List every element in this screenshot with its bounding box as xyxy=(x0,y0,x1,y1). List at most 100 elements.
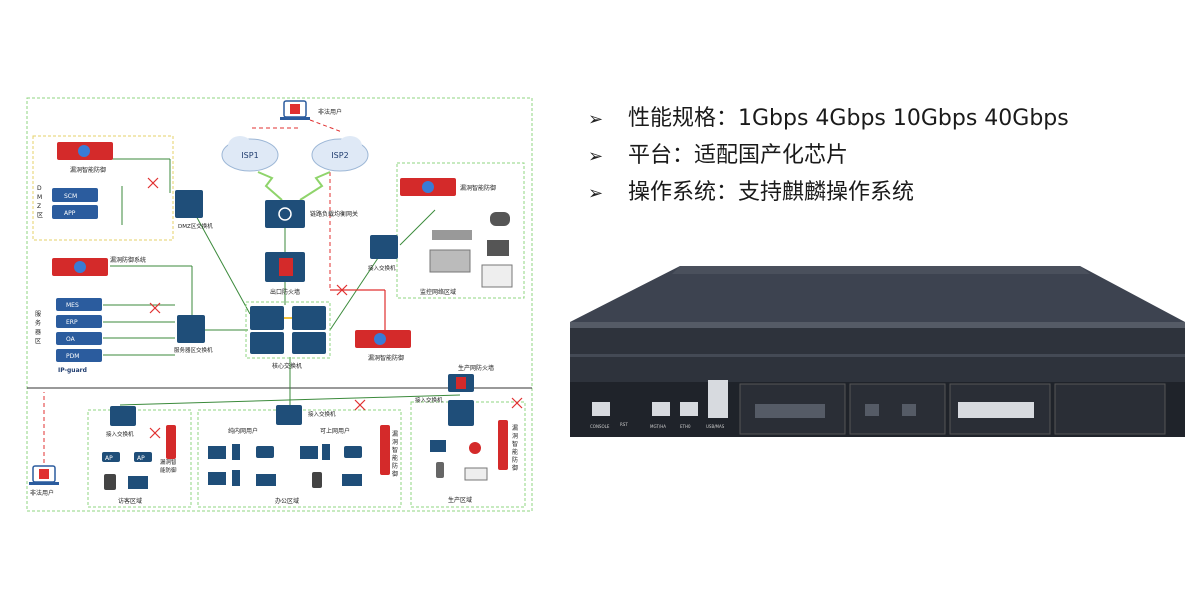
visitor-defense-0: 漏洞智 xyxy=(160,458,177,466)
prod-defense-v4: 防 xyxy=(512,456,518,464)
exit-firewall-icon xyxy=(265,252,305,282)
office-intranet-label: 纯内网用户 xyxy=(228,427,258,435)
network-topology-diagram: ISP1 ISP2 非法用户 链路负载均衡网关 出口防火墙 核心交换机 xyxy=(26,97,533,512)
usb-ports xyxy=(708,380,728,418)
server-erp: ERP xyxy=(56,315,102,328)
visitor-defense-1: 能防御 xyxy=(160,466,177,474)
office-defense-v2: 智 xyxy=(392,446,398,454)
core-defense-device xyxy=(355,330,411,348)
eth0-port xyxy=(680,402,698,416)
office-defense-device xyxy=(380,425,390,475)
bullet-arrow-icon: ➢ xyxy=(588,109,604,130)
server-switch-label: 服务器区交换机 xyxy=(174,346,213,354)
core-switch-label: 核心交换机 xyxy=(272,362,302,370)
core-switch-frame xyxy=(245,301,331,359)
monitor-switch-label: 接入交换机 xyxy=(368,264,396,272)
illegal-user-top-icon xyxy=(280,100,310,120)
isp1-label: ISP1 xyxy=(241,151,258,160)
monitor-switch-icon xyxy=(370,235,398,259)
office-devices xyxy=(208,444,362,488)
port-label-usb: USB/MAS xyxy=(706,424,725,429)
bullet-performance-text: 性能规格：1Gbps 4Gbps 10Gbps 40Gbps xyxy=(628,106,1069,131)
svg-text:MES: MES xyxy=(66,302,79,309)
bullet-os: ➢操作系统：支持麒麟操作系统 xyxy=(588,174,1069,211)
bullet-arrow-icon: ➢ xyxy=(588,183,604,204)
lb-gateway-label: 链路负载均衡网关 xyxy=(310,210,358,218)
illegal-user-bottom-label: 非法用户 xyxy=(30,489,54,497)
core-switch-icon xyxy=(250,306,326,354)
mgt-port xyxy=(652,402,670,416)
server-switch-icon xyxy=(177,315,205,343)
server-vertical-3: 区 xyxy=(35,338,41,345)
svg-text:APP: APP xyxy=(64,210,76,217)
illegal-user-top-label: 非法用户 xyxy=(318,108,342,116)
dmz-defense-device xyxy=(57,142,113,160)
office-defense-v3: 能 xyxy=(392,454,398,462)
module-bay-2 xyxy=(849,383,946,435)
isp1-link-bolt xyxy=(257,171,283,201)
console-port xyxy=(592,402,610,416)
visitor-zone-border xyxy=(87,409,192,508)
visitor-devices xyxy=(104,474,148,490)
server-mes: MES xyxy=(56,298,102,311)
office-switch-icon xyxy=(276,405,302,425)
dmz-switch-icon xyxy=(175,190,203,218)
visitor-ap-2: AP xyxy=(134,452,152,462)
isp2-cloud: ISP2 xyxy=(311,136,369,172)
appliance-photo: CONSOLE RST MGT/HA ETH0 USB/MAS xyxy=(570,266,1185,437)
server-vertical-0: 服 xyxy=(35,311,41,318)
dmz-server-app: APP xyxy=(52,205,98,219)
isp2-label: ISP2 xyxy=(331,151,348,160)
prod-defense-device xyxy=(498,420,508,470)
appliance-top-cover xyxy=(570,266,1185,322)
visitor-switch-icon xyxy=(110,406,136,426)
prod-switch-label: 接入交换机 xyxy=(415,396,443,404)
dmz-zone-border xyxy=(32,135,174,241)
monitor-defense-device xyxy=(400,178,456,196)
visitor-area-label: 访客区域 xyxy=(118,497,142,505)
svg-text:ERP: ERP xyxy=(66,319,78,326)
port-label-console: CONSOLE xyxy=(590,424,610,429)
port-label-eth0: ETH0 xyxy=(680,424,691,429)
prod-defense-v3: 能 xyxy=(512,448,518,456)
prod-switch-icon xyxy=(448,400,474,426)
prod-devices xyxy=(430,440,488,481)
prod-firewall-label: 生产网防火墙 xyxy=(458,364,494,372)
isp2-link-bolt xyxy=(299,171,331,201)
appliance-front-upper xyxy=(570,322,1185,382)
office-defense-v0: 漏 xyxy=(392,430,398,438)
server-defense-device xyxy=(52,258,108,276)
server-oa: OA xyxy=(56,332,102,345)
prod-defense-v0: 漏 xyxy=(512,424,518,432)
feature-bullet-list: ➢性能规格：1Gbps 4Gbps 10Gbps 40Gbps ➢平台：适配国产… xyxy=(588,100,1069,211)
monitor-area-label: 监控网络区域 xyxy=(420,288,456,296)
office-internet-label: 可上网用户 xyxy=(320,427,350,435)
server-vertical-2: 器 xyxy=(35,329,41,336)
dmz-defense-label: 漏洞智能防御 xyxy=(70,166,106,174)
office-defense-v5: 御 xyxy=(392,470,398,478)
visitor-switch-label: 接入交换机 xyxy=(106,430,134,438)
office-area-label: 办公区域 xyxy=(275,497,299,505)
svg-text:AP: AP xyxy=(137,455,145,462)
monitor-equipment xyxy=(429,212,513,288)
office-defense-v1: 洞 xyxy=(392,438,398,446)
bullet-arrow-icon: ➢ xyxy=(588,146,604,167)
dmz-vertical-2: Z xyxy=(37,203,41,210)
dmz-switch-label: DMZ区交换机 xyxy=(178,222,213,230)
dmz-server-scm: SCM xyxy=(52,188,98,202)
core-defense-label: 漏洞智能防御 xyxy=(368,354,404,362)
brand-logo: IP-guard xyxy=(58,367,87,374)
module-bay-4 xyxy=(1054,383,1166,435)
office-switch-label: 接入交换机 xyxy=(308,410,336,418)
diagram-outer-border xyxy=(26,97,533,512)
visitor-ap-1: AP xyxy=(102,452,120,462)
server-vertical-1: 务 xyxy=(35,319,41,327)
server-defense-label: 漏洞防御系统 xyxy=(110,256,146,264)
bullet-performance: ➢ 性能规格：1Gbps 4Gbps 10Gbps 40Gbps xyxy=(588,100,1069,137)
lb-gateway-icon xyxy=(265,200,305,228)
isp1-cloud: ISP1 xyxy=(221,136,279,172)
prod-firewall-icon xyxy=(448,374,474,392)
dmz-vertical-0: D xyxy=(37,185,42,192)
monitor-defense-label: 漏洞智能防御 xyxy=(460,184,496,192)
prod-defense-v1: 洞 xyxy=(512,432,518,440)
